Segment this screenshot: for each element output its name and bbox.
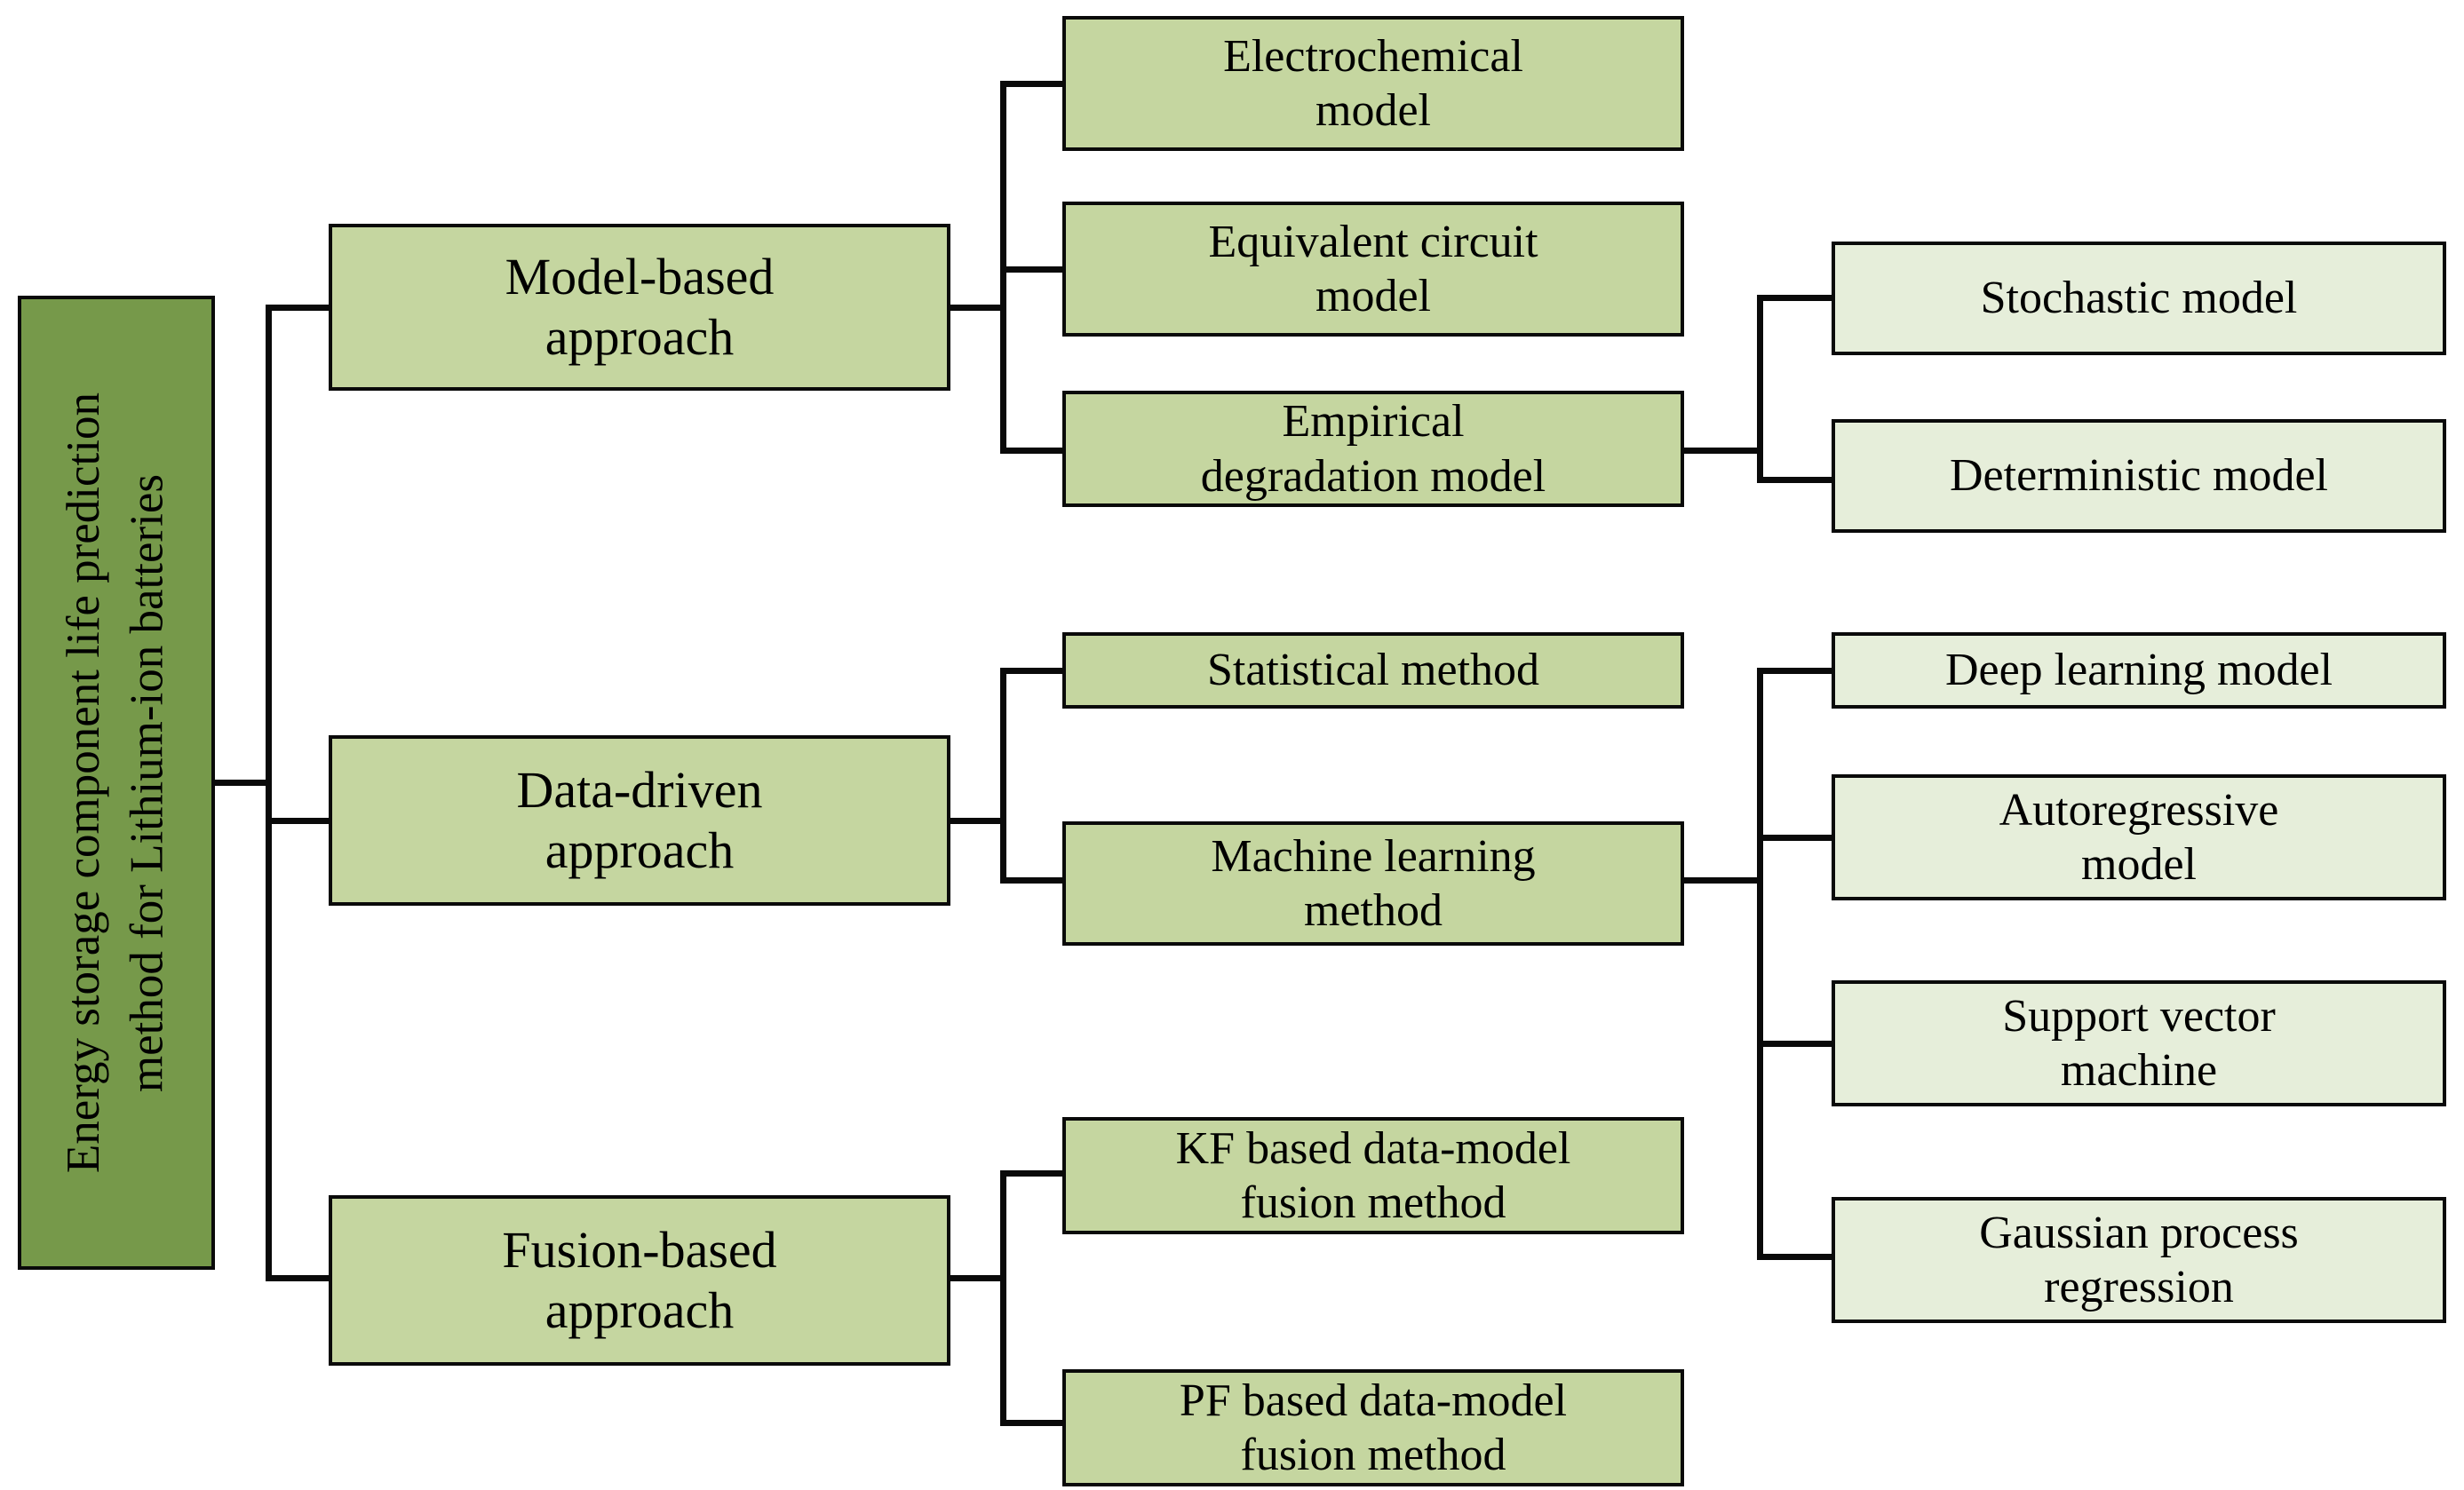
node-kf-fusion-method-label: KF based data-model fusion method [1175,1122,1571,1228]
connector-root-to-data-driven [266,818,332,824]
node-electrochemical-model-label: Electrochemical model [1223,30,1523,136]
connector-model-based-stub [947,305,1004,311]
node-equivalent-circuit-model[interactable]: Equivalent circuit model [1062,202,1684,337]
connector-to-empirical [1000,448,1066,454]
connector-to-machine [1000,877,1066,884]
node-electrochemical-model[interactable]: Electrochemical model [1062,16,1684,151]
node-machine-learning-method[interactable]: Machine learning method [1062,821,1684,946]
connector-to-pf [1000,1420,1066,1426]
node-model-based-approach[interactable]: Model-based approach [329,224,950,391]
node-root-label: Energy storage component life prediction… [58,392,173,1174]
connector-root-to-model-based [266,305,332,311]
connector-empirical-stub [1681,448,1761,454]
node-support-vector-machine[interactable]: Support vector machine [1832,980,2446,1106]
node-equivalent-circuit-model-label: Equivalent circuit model [1208,216,1538,321]
connector-to-deep-learning [1757,668,1835,674]
connector-to-electrochemical [1000,81,1066,87]
connector-empirical-trunk [1757,295,1763,483]
node-model-based-approach-label: Model-based approach [505,247,775,366]
node-data-driven-approach[interactable]: Data-driven approach [329,735,950,906]
connector-to-equivalent [1000,266,1066,273]
connector-to-gpr [1757,1254,1835,1260]
node-autoregressive-model-label: Autoregressive model [1999,784,2279,890]
connector-to-autoregressive [1757,835,1835,841]
node-empirical-degradation-model-label: Empirical degradation model [1200,396,1546,502]
connector-root-trunk [266,305,272,1281]
connector-machine-trunk [1757,668,1763,1260]
node-deep-learning-model[interactable]: Deep learning model [1832,632,2446,709]
node-gaussian-process-regression[interactable]: Gaussian process regression [1832,1197,2446,1323]
node-fusion-based-approach-label: Fusion-based approach [502,1220,777,1339]
connector-to-stochastic [1757,295,1835,301]
node-autoregressive-model[interactable]: Autoregressive model [1832,774,2446,900]
connector-root-stub [215,780,272,786]
connector-to-kf [1000,1170,1066,1177]
node-statistical-method[interactable]: Statistical method [1062,632,1684,709]
connector-to-deterministic [1757,477,1835,483]
connector-to-statistical [1000,668,1066,674]
node-data-driven-approach-label: Data-driven approach [516,760,763,879]
connector-to-svm [1757,1041,1835,1047]
node-empirical-degradation-model[interactable]: Empirical degradation model [1062,391,1684,507]
node-pf-fusion-method[interactable]: PF based data-model fusion method [1062,1369,1684,1486]
node-support-vector-machine-label: Support vector machine [2002,990,2276,1096]
node-stochastic-model[interactable]: Stochastic model [1832,242,2446,355]
node-machine-learning-method-label: Machine learning method [1211,830,1536,936]
connector-root-to-fusion-based [266,1275,332,1281]
node-deep-learning-model-label: Deep learning model [1944,645,2333,696]
node-gaussian-process-regression-label: Gaussian process regression [1979,1207,2299,1312]
connector-data-driven-trunk [1000,668,1006,884]
connector-machine-stub [1681,877,1761,884]
node-deterministic-model-label: Deterministic model [1949,450,2328,502]
node-statistical-method-label: Statistical method [1206,645,1540,696]
node-deterministic-model[interactable]: Deterministic model [1832,419,2446,533]
node-kf-fusion-method[interactable]: KF based data-model fusion method [1062,1117,1684,1234]
connector-fusion-based-trunk [1000,1170,1006,1426]
node-pf-fusion-method-label: PF based data-model fusion method [1179,1375,1568,1480]
node-root[interactable]: Energy storage component life prediction… [18,296,215,1270]
connector-fusion-based-stub [947,1275,1004,1281]
node-fusion-based-approach[interactable]: Fusion-based approach [329,1195,950,1366]
connector-data-driven-stub [947,818,1004,824]
node-stochastic-model-label: Stochastic model [1980,273,2298,324]
